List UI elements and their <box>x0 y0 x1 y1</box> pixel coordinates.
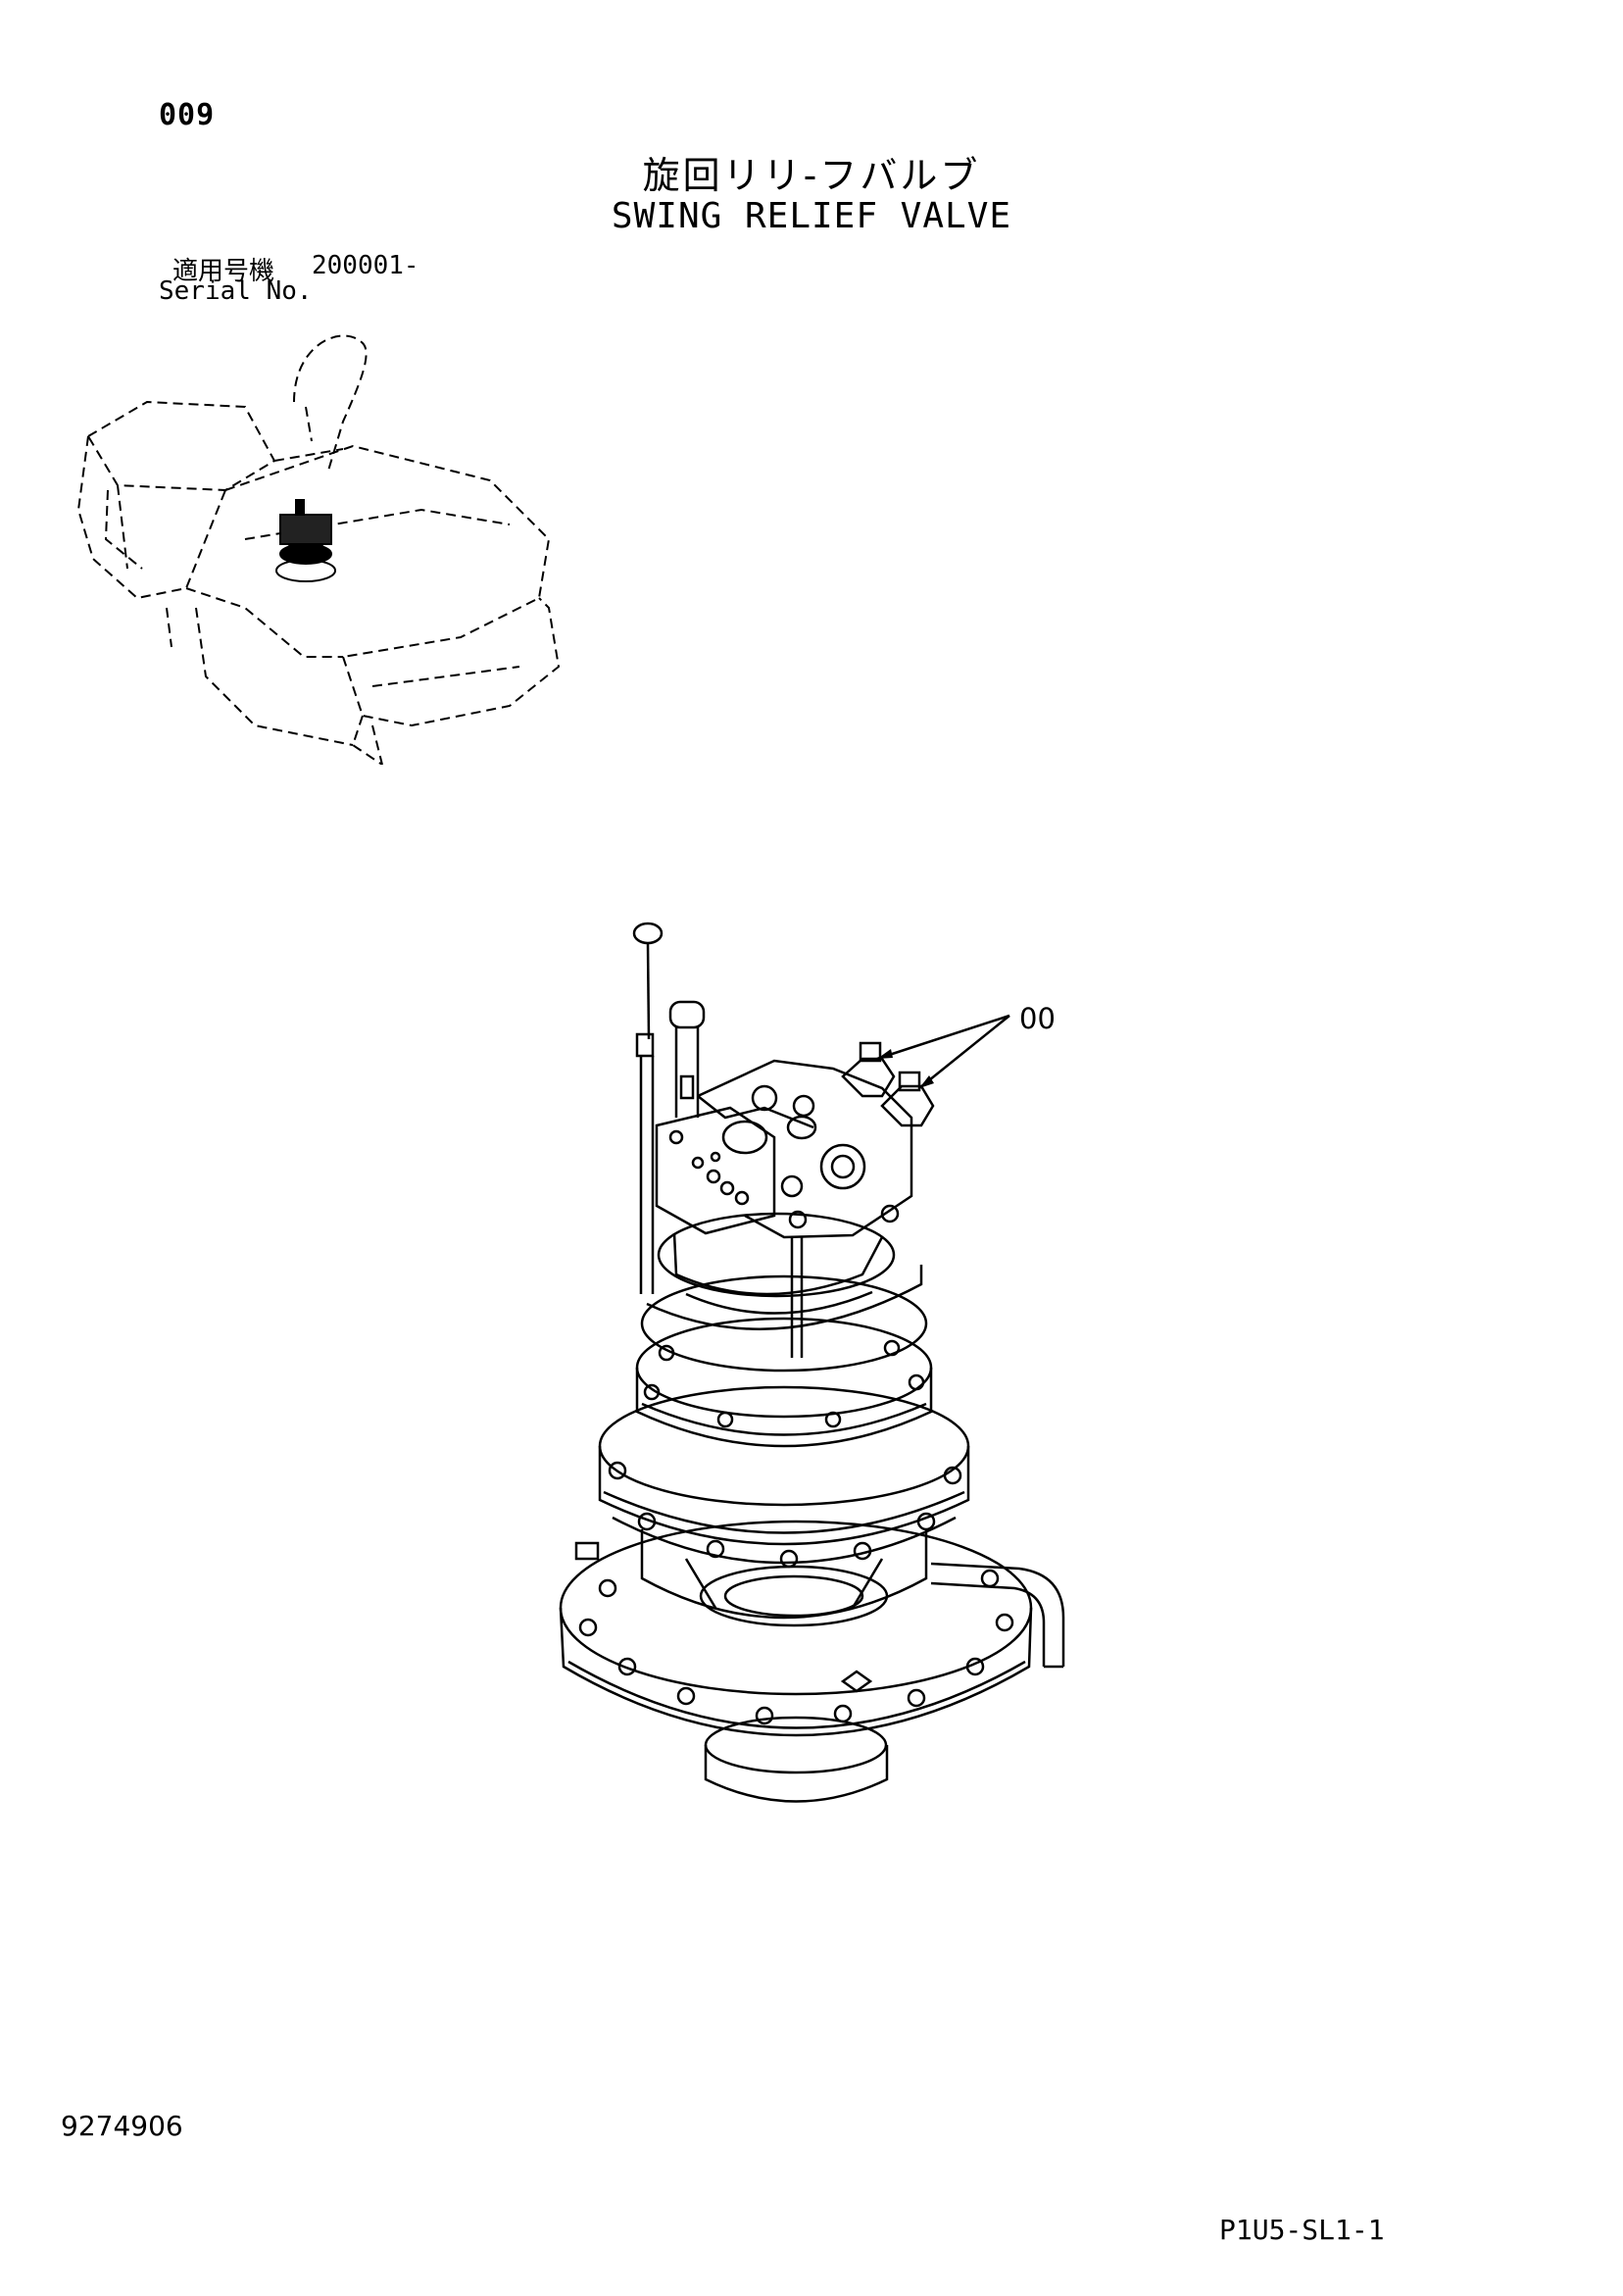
dipstick-ring <box>632 922 664 945</box>
callout-label: 00 <box>1019 1002 1056 1035</box>
sheet-code: P1U5-SL1-1 <box>1219 2214 1385 2246</box>
serial-label-japanese: 適用号機 <box>172 257 275 286</box>
machine-locator-sketch <box>76 334 561 765</box>
document-number: 9274906 <box>61 2110 183 2142</box>
callout-leader-2 <box>918 1015 1010 1089</box>
serial-label-english: Serial No. <box>159 276 313 306</box>
page-number: 009 <box>159 98 216 132</box>
title-japanese: 旋回リリ-フバルブ <box>642 154 981 197</box>
callout-leader-1 <box>876 1014 1010 1061</box>
title-english: SWING RELIEF VALVE <box>611 196 1012 236</box>
serial-value: 200001- <box>312 251 419 280</box>
